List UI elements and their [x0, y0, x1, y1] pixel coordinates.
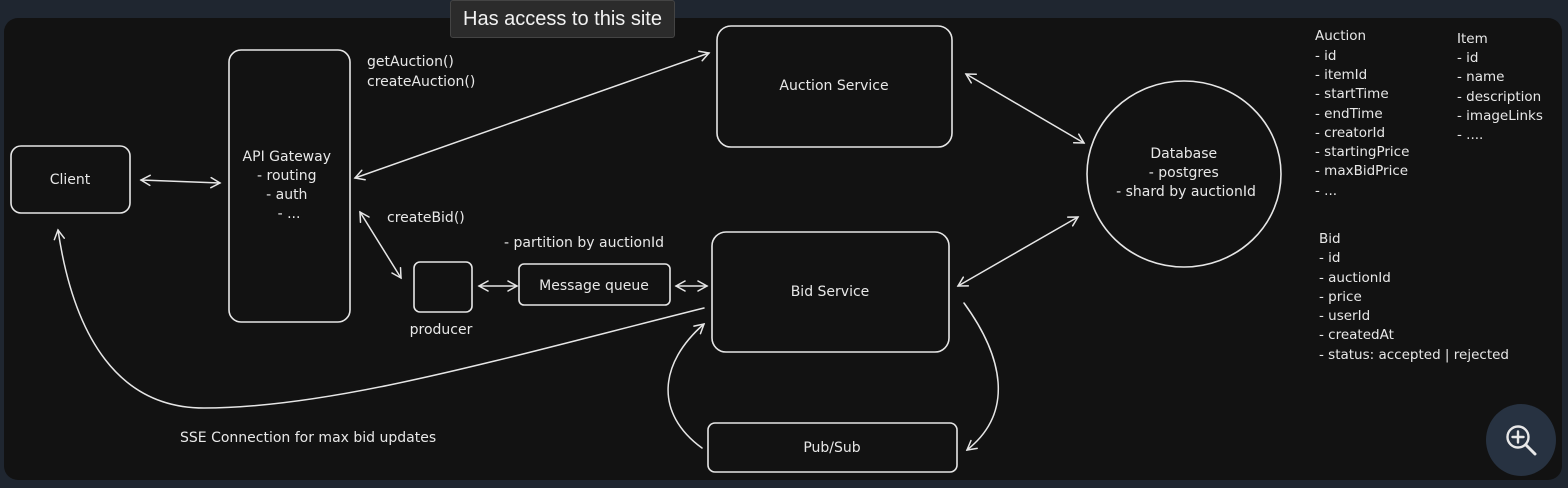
sse-arrow: [53, 228, 705, 409]
sse-label: SSE Connection for max bid updates: [180, 430, 436, 446]
pubsub-bid-arrow: [667, 322, 706, 449]
database-circle: [1086, 80, 1282, 268]
auction-service-label: Auction Service: [779, 78, 888, 94]
bid-pubsub-arrow: [963, 302, 999, 451]
auction-calls-label: getAuction() createAuction(): [367, 54, 475, 90]
diagram-canvas: Client API Gateway - routing - auth - ..…: [4, 18, 1562, 480]
api-gateway-box: [228, 49, 351, 323]
gateway-auction-arrow: [353, 50, 711, 181]
bid-service-label: Bid Service: [791, 284, 870, 300]
gateway-producer-arrow: [359, 210, 402, 280]
partition-label: - partition by auctionId: [504, 235, 664, 251]
message-queue-box: [518, 263, 671, 306]
bid-db-arrow: [956, 216, 1080, 287]
database-label: Database - postgres - shard by auctionId: [1116, 146, 1256, 200]
bid-schema: Bid - id - auctionId - price - userId - …: [1319, 231, 1509, 363]
zoom-in-icon: [1506, 425, 1537, 456]
auction-schema: Auction - id - itemId - startTime - endT…: [1315, 28, 1414, 199]
client-gateway-arrow: [139, 174, 222, 189]
pubsub-box: [707, 422, 958, 473]
client-box: [10, 145, 131, 214]
access-tooltip: Has access to this site: [450, 0, 675, 38]
architecture-diagram: Client API Gateway - routing - auth - ..…: [10, 25, 1547, 473]
client-label: Client: [50, 172, 91, 188]
bid-service-box: [711, 231, 950, 353]
api-gateway-label: API Gateway - routing - auth - ...: [243, 149, 336, 222]
create-bid-label: createBid(): [387, 210, 465, 226]
producer-label: producer: [410, 322, 473, 338]
producer-box: [413, 261, 473, 313]
zoom-button[interactable]: [1486, 404, 1556, 476]
pubsub-label: Pub/Sub: [803, 440, 860, 456]
auction-db-arrow: [964, 73, 1086, 144]
item-schema: Item - id - name - description - imageLi…: [1457, 31, 1547, 143]
auction-service-box: [716, 25, 953, 148]
message-queue-label: Message queue: [539, 278, 649, 294]
